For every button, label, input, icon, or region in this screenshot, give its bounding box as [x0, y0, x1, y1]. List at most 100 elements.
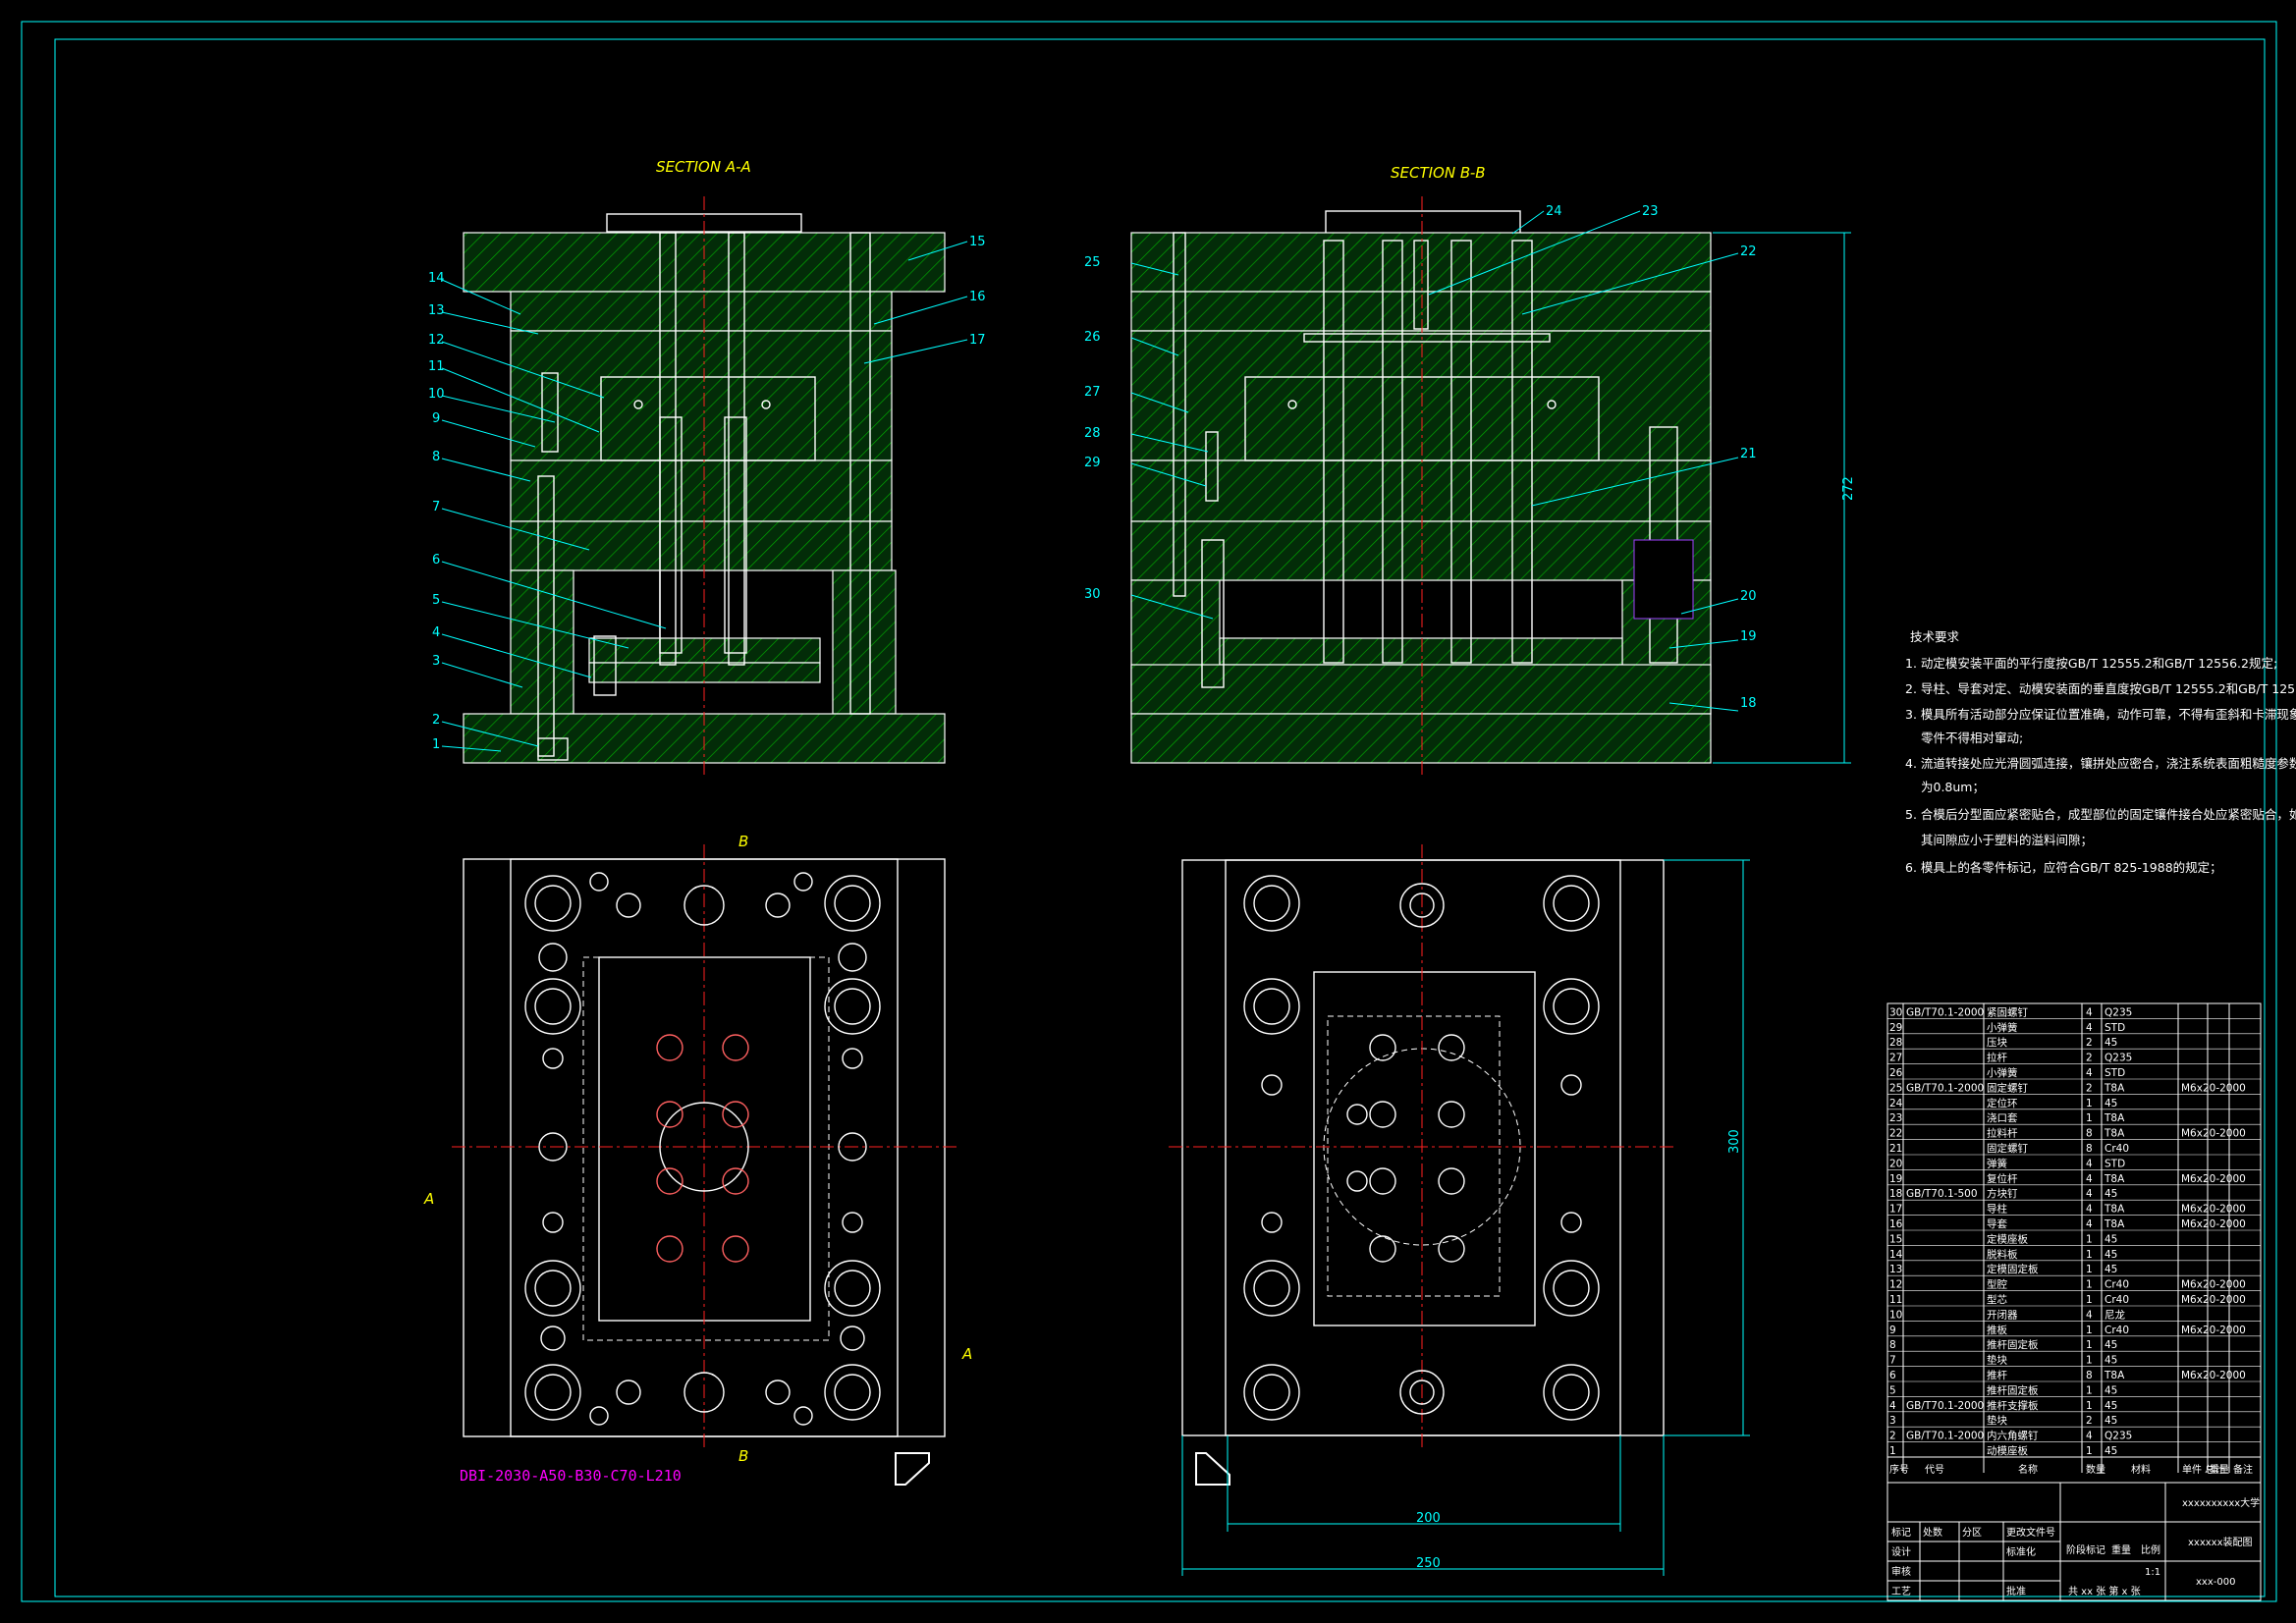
bom-cell-no: 21: [1889, 1143, 1902, 1155]
bom-cell-name: 垫块: [1987, 1414, 2008, 1427]
bom-cell-no: 25: [1889, 1082, 1902, 1094]
svg-text:28: 28: [1084, 426, 1101, 441]
bom-cell-qty: 2: [2086, 1037, 2093, 1049]
svg-text:1: 1: [432, 737, 440, 752]
bom-cell-no: 18: [1889, 1188, 1902, 1200]
bom-cell-no: 4: [1889, 1400, 1896, 1412]
bom-cell-name: 弹簧: [1987, 1157, 2007, 1169]
bom-cell-name: 导柱: [1987, 1203, 2008, 1216]
bom-cell-note: M6x20-2000: [2181, 1218, 2246, 1230]
bom-cell-mat: 45: [2105, 1098, 2117, 1109]
bom-cell-mat: T8A: [2104, 1112, 2125, 1124]
svg-text:共 xx 张 第 x 张: 共 xx 张 第 x 张: [2068, 1585, 2141, 1597]
bom-cell-mat: 45: [2105, 1384, 2117, 1396]
svg-text:8: 8: [432, 450, 440, 464]
svg-text:分区: 分区: [1962, 1527, 1982, 1539]
svg-text:26: 26: [1084, 330, 1101, 345]
bom-cell-qty: 1: [2086, 1339, 2093, 1351]
svg-text:3. 模具所有活动部分应保证位置准确，动作可靠，不得有歪斜和: 3. 模具所有活动部分应保证位置准确，动作可靠，不得有歪斜和卡滞现象。要求固定的: [1905, 707, 2296, 722]
bom-cell-name: 固定螺钉: [1987, 1081, 2028, 1094]
svg-text:5: 5: [432, 593, 440, 608]
svg-text:20: 20: [1740, 589, 1757, 604]
svg-text:11: 11: [428, 359, 445, 374]
svg-text:6. 模具上的各零件标记，应符合GB/T 825-1988的: 6. 模具上的各零件标记，应符合GB/T 825-1988的规定；: [1905, 860, 2222, 875]
svg-text:标记: 标记: [1891, 1527, 1911, 1539]
bom-cell-mat: 45: [2105, 1445, 2117, 1457]
bom-cell-mat: T8A: [2104, 1204, 2125, 1216]
svg-text:13: 13: [428, 303, 445, 318]
bom-cell-qty: 4: [2086, 1309, 2093, 1321]
bom-cell-no: 29: [1889, 1022, 1902, 1034]
bom-cell-note: M6x20-2000: [2181, 1082, 2246, 1094]
bom-cell-mat: Q235: [2105, 1431, 2132, 1442]
bom-cell-name: 定模固定板: [1987, 1263, 2039, 1275]
svg-text:27: 27: [1084, 385, 1101, 400]
bom-cell-qty: 1: [2086, 1098, 2093, 1109]
bom-cell-mat: 45: [2105, 1400, 2117, 1412]
svg-text:工艺: 工艺: [1891, 1586, 1911, 1597]
svg-text:A: A: [423, 1190, 434, 1208]
bom-cell-qty: 2: [2086, 1053, 2093, 1064]
bom-cell-name: 拉料杆: [1987, 1127, 2018, 1140]
svg-text:批准: 批准: [2006, 1585, 2026, 1597]
bom-cell-name: 动模座板: [1987, 1444, 2028, 1457]
bom-cell-no: 2: [1889, 1431, 1896, 1442]
bom-cell-mat: T8A: [2104, 1128, 2125, 1140]
bom-cell-qty: 4: [2086, 1006, 2093, 1018]
svg-text:15: 15: [969, 235, 986, 249]
svg-text:272: 272: [1841, 476, 1856, 501]
bom-cell-no: 22: [1889, 1128, 1902, 1140]
bom-cell-mat: STD: [2105, 1067, 2125, 1079]
svg-text:标准化: 标准化: [2006, 1545, 2036, 1558]
bom-cell-no: 19: [1889, 1173, 1902, 1185]
svg-text:23: 23: [1642, 204, 1659, 219]
bom-cell-qty: 4: [2086, 1173, 2093, 1185]
bom-header-cell: 材料: [2131, 1463, 2151, 1476]
outer-frame: [21, 21, 2277, 1602]
bom-cell-name: 推杆: [1987, 1369, 2008, 1381]
svg-text:10: 10: [428, 387, 445, 402]
bom-cell-name: 紧固螺钉: [1987, 1006, 2028, 1018]
svg-text:2. 导柱、导套对定、动模安装面的垂直度按GB/T 1255: 2. 导柱、导套对定、动模安装面的垂直度按GB/T 12555.2和GB/T 1…: [1905, 681, 2296, 696]
bom-cell-name: 定位环: [1987, 1097, 2018, 1109]
bom-cell-qty: 2: [2086, 1415, 2093, 1427]
svg-text:22: 22: [1740, 244, 1757, 259]
svg-text:阶段标记: 阶段标记: [2066, 1543, 2105, 1556]
bom-cell-qty: 1: [2086, 1249, 2093, 1261]
bom-cell-qty: 1: [2086, 1445, 2093, 1457]
svg-text:零件不得相对窜动;: 零件不得相对窜动;: [1921, 730, 2023, 745]
bom-cell-qty: 1: [2086, 1294, 2093, 1306]
svg-text:12: 12: [428, 333, 445, 348]
bom-cell-qty: 1: [2086, 1264, 2093, 1275]
svg-text:审核: 审核: [1891, 1565, 1911, 1578]
bom-cell-std: GB/T70.1-2000: [1906, 1400, 1984, 1412]
svg-text:设计: 设计: [1891, 1545, 1911, 1558]
bom-cell-note: M6x20-2000: [2181, 1279, 2246, 1291]
bom-cell-mat: 45: [2105, 1037, 2117, 1049]
plan-view-right: 200 250 300: [1169, 844, 1750, 1576]
bom-cell-name: 浇口套: [1987, 1111, 2018, 1124]
bom-cell-qty: 8: [2086, 1143, 2093, 1155]
bom-cell-qty: 8: [2086, 1370, 2093, 1381]
svg-text:300: 300: [1727, 1129, 1742, 1154]
bom-cell-mat: Cr40: [2105, 1143, 2129, 1155]
bom-header-cell: 重量: [2210, 1463, 2229, 1476]
bom-cell-mat: 45: [2105, 1415, 2117, 1427]
bom-cell-qty: 8: [2086, 1128, 2093, 1140]
svg-text:xxxxxx装配图: xxxxxx装配图: [2188, 1536, 2253, 1548]
bom-cell-qty: 1: [2086, 1384, 2093, 1396]
bom-cell-qty: 1: [2086, 1279, 2093, 1291]
svg-text:18: 18: [1740, 696, 1757, 711]
bom-cell-mat: T8A: [2104, 1218, 2125, 1230]
bom-cell-mat: Q235: [2105, 1053, 2132, 1064]
bom-cell-qty: 4: [2086, 1204, 2093, 1216]
bom-cell-name: 复位杆: [1987, 1172, 2018, 1185]
bom-cell-note: M6x20-2000: [2181, 1370, 2246, 1381]
svg-text:30: 30: [1084, 587, 1101, 602]
svg-text:1. 动定模安装平面的平行度按GB/T 12555.2和GB: 1. 动定模安装平面的平行度按GB/T 12555.2和GB/T 12556.2…: [1905, 656, 2277, 671]
callouts-b: 18 19 20 21 22 23 24 25 26 27 28 29 30: [1084, 204, 1757, 712]
bom-cell-qty: 1: [2086, 1233, 2093, 1245]
bom-cell-mat: 45: [2105, 1339, 2117, 1351]
bom-cell-mat: 尼龙: [2105, 1308, 2126, 1321]
bom-cell-no: 28: [1889, 1037, 1902, 1049]
